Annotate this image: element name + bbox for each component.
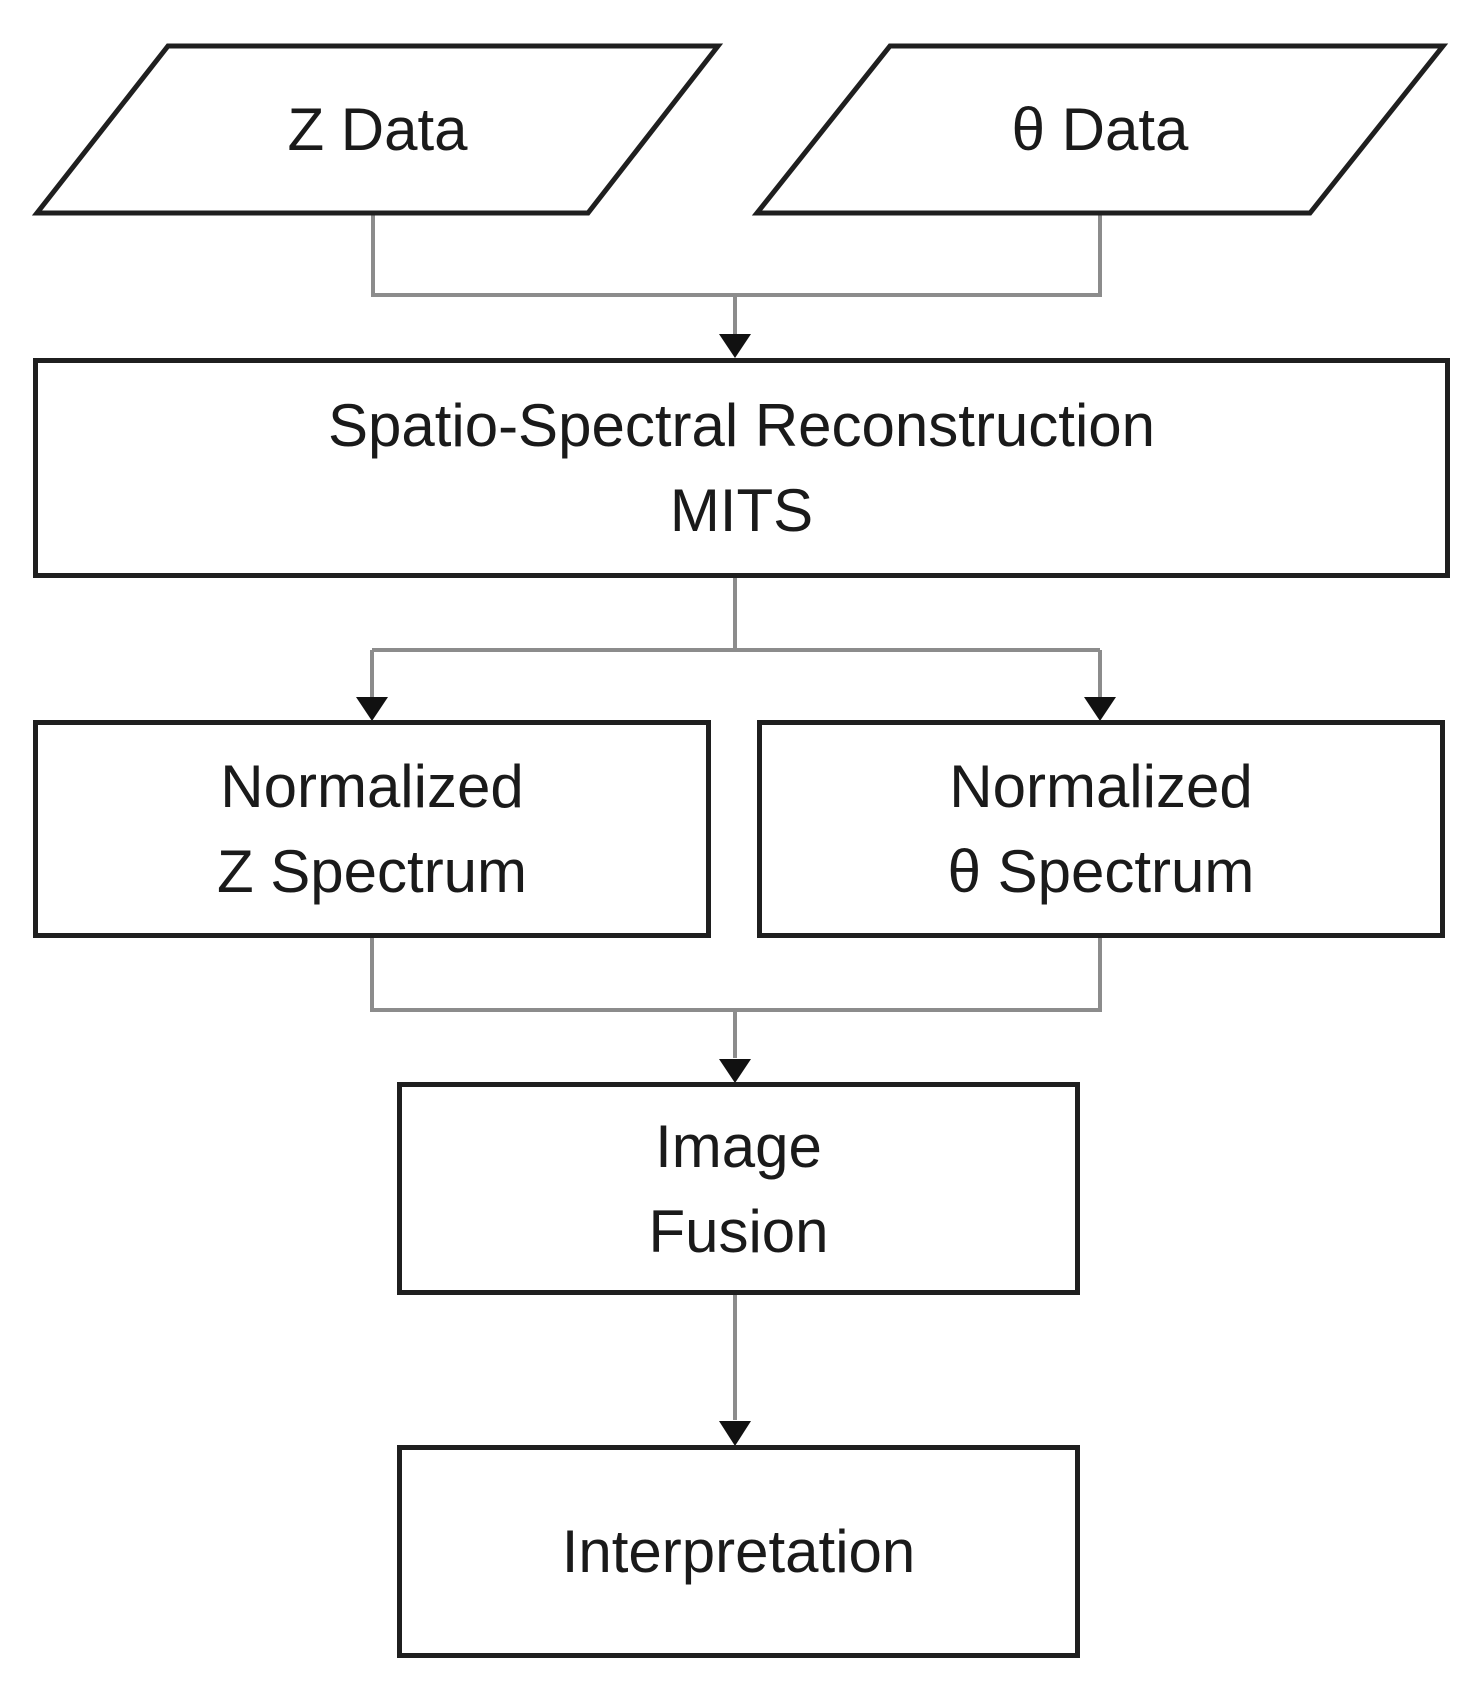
- node-image-fusion-label-line1: Image: [655, 1112, 822, 1180]
- node-theta-data-shape: [751, 43, 1449, 216]
- node-interpretation: Interpretation: [397, 1445, 1080, 1658]
- arrowhead-into-reconstruction: [719, 334, 751, 358]
- node-normalized-theta: Normalized θ Spectrum: [757, 720, 1445, 938]
- node-z-data-label: Z Data: [287, 96, 468, 163]
- arrowhead-into-normalized-z: [356, 697, 388, 721]
- edge-image-fusion-to-interpretation: [719, 1295, 751, 1446]
- node-reconstruction-label-line1: Spatio-Spectral Reconstruction: [327, 392, 1156, 459]
- arrowhead-into-normalized-theta: [1084, 697, 1116, 721]
- node-z-data: Z Data: [37, 46, 718, 213]
- node-normalized-z: Normalized Z Spectrum: [33, 720, 711, 938]
- node-theta-data-label: θ Data: [1011, 96, 1189, 163]
- node-normalized-z-label-line2: Z Spectrum: [216, 838, 528, 905]
- arrowhead-into-interpretation: [719, 1421, 751, 1446]
- node-image-fusion: Image Fusion: [397, 1082, 1080, 1295]
- node-image-fusion-label-line2: Fusion: [648, 1197, 829, 1265]
- arrowhead-into-image-fusion: [719, 1059, 751, 1083]
- node-theta-data: θ Data: [757, 46, 1443, 213]
- node-normalized-theta-label-line2: θ Spectrum: [947, 838, 1255, 905]
- node-normalized-z-label-line1: Normalized: [220, 753, 524, 820]
- edge-zdata-thetadata-to-reconstruction: [371, 213, 1102, 358]
- node-normalized-theta-label-line1: Normalized: [949, 753, 1253, 820]
- node-interpretation-label: Interpretation: [561, 1518, 916, 1585]
- node-reconstruction: Spatio-Spectral Reconstruction MITS: [33, 358, 1450, 578]
- edge-reconstruction-to-normalized-boxes: [356, 578, 1116, 721]
- edge-normalized-boxes-to-image-fusion: [370, 938, 1102, 1083]
- node-reconstruction-label-line2: MITS: [669, 477, 814, 544]
- node-z-data-shape: [31, 43, 724, 216]
